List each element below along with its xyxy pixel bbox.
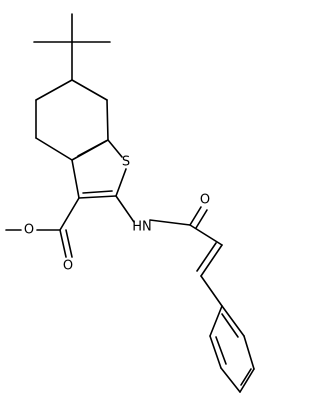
- methyl-ester-group: [5, 197, 80, 258]
- atom-labels: S O O HN O: [24, 155, 210, 274]
- thiophene-ring: [71, 139, 127, 199]
- amide-nh-label: HN: [132, 220, 152, 235]
- vinyl-linkage: [189, 224, 223, 307]
- cyclohexane-ring: [35, 79, 109, 161]
- phenyl-ring: [209, 305, 255, 393]
- sulfur-atom-label: S: [122, 155, 130, 170]
- amide-group: [115, 195, 208, 229]
- ester-ether-oxygen-label: O: [24, 223, 34, 238]
- ester-carbonyl-oxygen-label: O: [63, 259, 73, 274]
- amide-carbonyl-oxygen-label: O: [200, 193, 210, 208]
- chemical-structure: S O O HN O: [5, 13, 255, 393]
- tert-butyl-group: [33, 13, 111, 81]
